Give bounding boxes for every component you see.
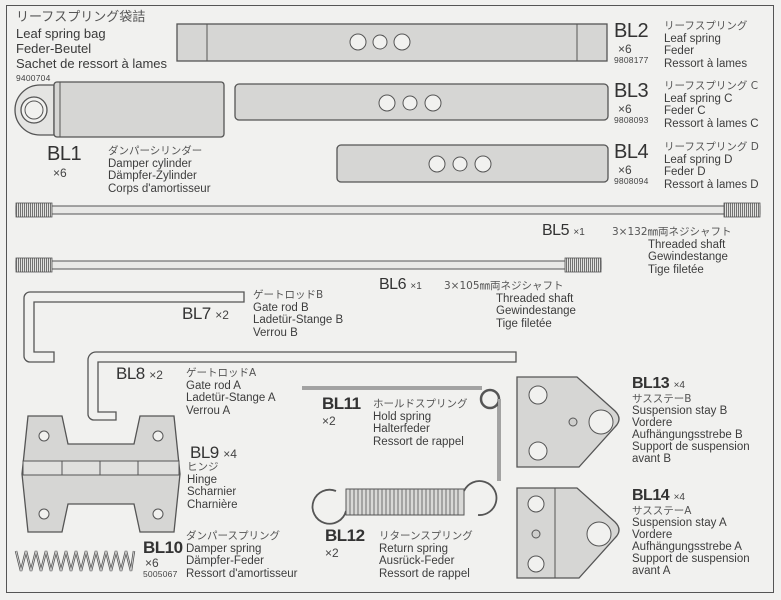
bag-title-de: Feder-Beutel <box>16 41 92 56</box>
part-BL6-code: BL6 ×1 <box>379 276 422 293</box>
part-BL2-code: BL2 ×6 9808177 <box>614 20 649 65</box>
threaded-shaft-105-drawing <box>15 257 602 273</box>
damper-cylinder-drawing <box>14 81 225 138</box>
threaded-shaft-132-drawing <box>15 202 761 218</box>
part-BL11-label: ホールドスプリング Hold spring Halterfeder Ressor… <box>373 398 468 448</box>
part-BL11-code: BL11 ×2 <box>322 394 361 428</box>
part-BL6-label: 3×105㎜両ネジシャフト Threaded shaft Gewindestan… <box>444 280 576 330</box>
part-BL9-code: BL9 ×4 <box>190 443 237 462</box>
part-BL12-code: BL12 ×2 <box>325 526 365 560</box>
part-BL4-code: BL4 ×6 9808094 <box>614 141 649 186</box>
part-BL10-label: ダンパースプリング Damper spring Dämpfer-Feder Re… <box>186 530 298 580</box>
gate-rod-a-drawing <box>87 351 517 421</box>
part-BL2-label: リーフスプリング Leaf spring Feder Ressort à lam… <box>664 20 748 70</box>
bag-title-en: Leaf spring bag <box>16 26 106 41</box>
bag-title-jp: リーフスプリング袋詰 <box>16 10 146 25</box>
part-BL12-label: リターンスプリング Return spring Ausrück-Feder Re… <box>379 530 473 580</box>
part-BL14-label: サスステーA Suspension stay A Vordere Aufhäng… <box>632 505 750 577</box>
part-BL4-label: リーフスプリング D Leaf spring D Feder D Ressort… <box>664 141 759 191</box>
part-BL13-label: サスステーB Suspension stay B Vordere Aufhäng… <box>632 393 750 465</box>
bag-part-number: 9400704 <box>16 73 51 83</box>
damper-spring-drawing <box>14 550 136 572</box>
hinge-drawing <box>21 415 181 533</box>
part-BL13-code: BL13 ×4 <box>632 375 685 392</box>
return-spring-drawing <box>311 480 498 525</box>
part-BL7-code: BL7 ×2 <box>182 304 229 323</box>
part-BL5-code: BL5 ×1 <box>542 222 585 239</box>
part-BL14-code: BL14 ×4 <box>632 487 685 504</box>
part-BL3-label: リーフスプリング C Leaf spring C Feder C Ressort… <box>664 80 759 130</box>
part-BL9-label: ヒンジ Hinge Scharnier Charnière <box>187 461 238 511</box>
gate-rod-b-drawing <box>23 291 245 363</box>
suspension-stay-b-drawing <box>516 376 620 468</box>
part-BL8-code: BL8 ×2 <box>116 364 163 383</box>
part-BL1-code: BL1 ×6 <box>47 143 82 180</box>
hold-spring-drawing <box>302 386 501 481</box>
leaf-spring-drawing <box>176 23 608 62</box>
part-BL7-label: ゲートロッドB Gate rod B Ladetür-Stange B Verr… <box>253 289 344 339</box>
suspension-stay-a-drawing <box>516 487 620 579</box>
part-BL8-label: ゲートロッドA Gate rod A Ladetür-Stange A Verr… <box>186 367 276 417</box>
part-BL3-code: BL3 ×6 9808093 <box>614 80 649 125</box>
part-BL10-code: BL10 ×6 5005067 <box>143 538 183 579</box>
bag-title: リーフスプリング袋詰 Leaf spring bag Feder-Beutel … <box>16 10 167 86</box>
parts-sheet-frame <box>6 5 774 593</box>
leaf-spring-d-drawing <box>336 144 609 183</box>
leaf-spring-c-drawing <box>234 83 609 121</box>
bag-title-fr: Sachet de ressort à lames <box>16 56 168 71</box>
part-BL5-label: 3×132㎜両ネジシャフト Threaded shaft Gewindestan… <box>612 226 732 276</box>
part-BL1-label: ダンパーシリンダー Damper cylinder Dämpfer-Zylind… <box>108 145 211 195</box>
